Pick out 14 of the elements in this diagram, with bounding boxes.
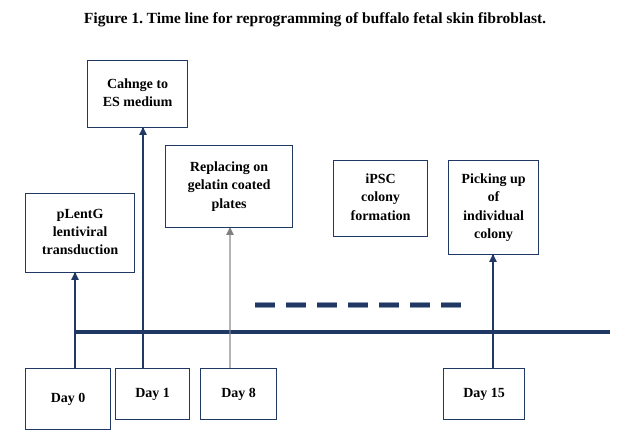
figure-title: Figure 1. Time line for reprogramming of buffalo fetal skin fibroblast. (82, 10, 548, 28)
day-box: Day 8 (200, 368, 277, 420)
step-box: iPSC colony formation (333, 160, 428, 237)
arrow (71, 272, 79, 368)
arrow (489, 254, 497, 368)
arrow (226, 227, 234, 368)
step-box: Cahnge to ES medium (87, 60, 188, 128)
day-box: Day 15 (443, 368, 525, 420)
step-box: pLentG lentiviral transduction (25, 193, 135, 273)
arrow (139, 127, 147, 368)
day-box: Day 0 (25, 368, 111, 430)
day-box: Day 1 (115, 368, 190, 420)
step-box: Picking up of individual colony (448, 160, 539, 255)
step-box: Replacing on gelatin coated plates (165, 145, 293, 228)
